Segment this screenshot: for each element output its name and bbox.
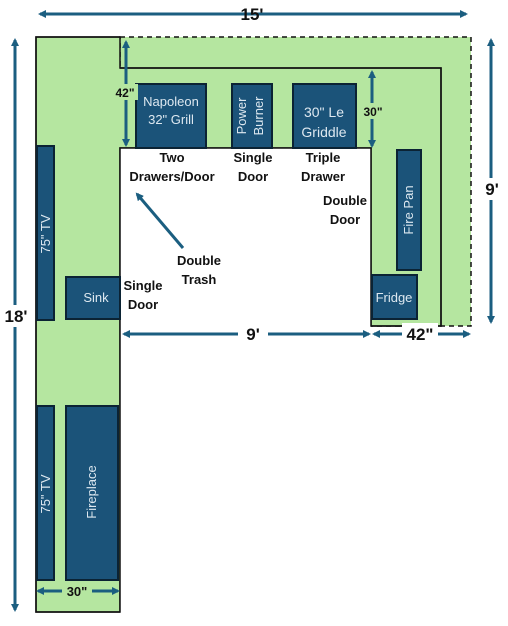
depth-right-top-label-bg (361, 103, 385, 119)
triple-drawer-label-2: Drawer (301, 169, 345, 184)
fireplace-box (65, 405, 119, 581)
single-door-left-label-2: Door (128, 297, 158, 312)
single-door-left-label-1: Single (123, 278, 162, 293)
sink-box (65, 276, 121, 320)
left-depth-label-bg (62, 583, 92, 599)
inner-width-label-bg (238, 323, 268, 345)
griddle-label-1: 30" Le (304, 104, 344, 120)
triple-drawer-label-1: Triple (306, 150, 341, 165)
fridge-label: Fridge (376, 290, 413, 305)
right-height-label: 9' (485, 180, 499, 199)
sink-label: Sink (83, 290, 109, 305)
double-door-label-2: Door (330, 212, 360, 227)
tv-lower-box (36, 405, 55, 581)
griddle-label-2: Griddle (301, 124, 346, 140)
burner-label-1: Power (234, 97, 249, 135)
fire-pan-label: Fire Pan (401, 185, 416, 234)
left-height-label-bg (4, 305, 28, 327)
burner-label-2: Burner (251, 96, 266, 136)
left-height-label: 18' (5, 307, 28, 326)
left-depth-label: 30" (67, 584, 88, 599)
grill-label-1: Napoleon (143, 94, 199, 109)
tv-upper-box (36, 145, 55, 321)
fireplace-label: Fireplace (84, 465, 99, 518)
tv-upper-label: 75" TV (38, 214, 53, 253)
fridge-box (371, 274, 418, 320)
single-door-top-label-1: Single (233, 150, 272, 165)
tv-lower-label: 75" TV (38, 474, 53, 513)
double-door-label-1: Double (323, 193, 367, 208)
right-height-label-bg (480, 178, 504, 200)
double-trash-arrow (135, 192, 185, 249)
inner-width-label: 9' (246, 325, 260, 344)
grill-box (135, 83, 207, 149)
two-drawers-label-2: Drawers/Door (129, 169, 214, 184)
grill-label-2: 32" Grill (148, 112, 194, 127)
griddle-box (292, 83, 357, 149)
top-width-label: 15' (241, 5, 264, 24)
outer-outline (35, 36, 120, 613)
burner-box (231, 83, 273, 149)
two-drawers-label-1: Two (159, 150, 184, 165)
fire-pan-box (396, 149, 422, 271)
depth-right-top-label: 30" (363, 105, 382, 119)
depth-top-label: 42" (115, 86, 134, 100)
double-trash-label-1: Double (177, 253, 221, 268)
single-door-top-label-2: Door (238, 169, 268, 184)
double-trash-label-2: Trash (182, 272, 217, 287)
counter-outline (119, 67, 442, 612)
depth-top-label-bg (112, 84, 138, 100)
right-depth-label: 42" (407, 325, 434, 344)
right-depth-label-bg (402, 323, 438, 345)
